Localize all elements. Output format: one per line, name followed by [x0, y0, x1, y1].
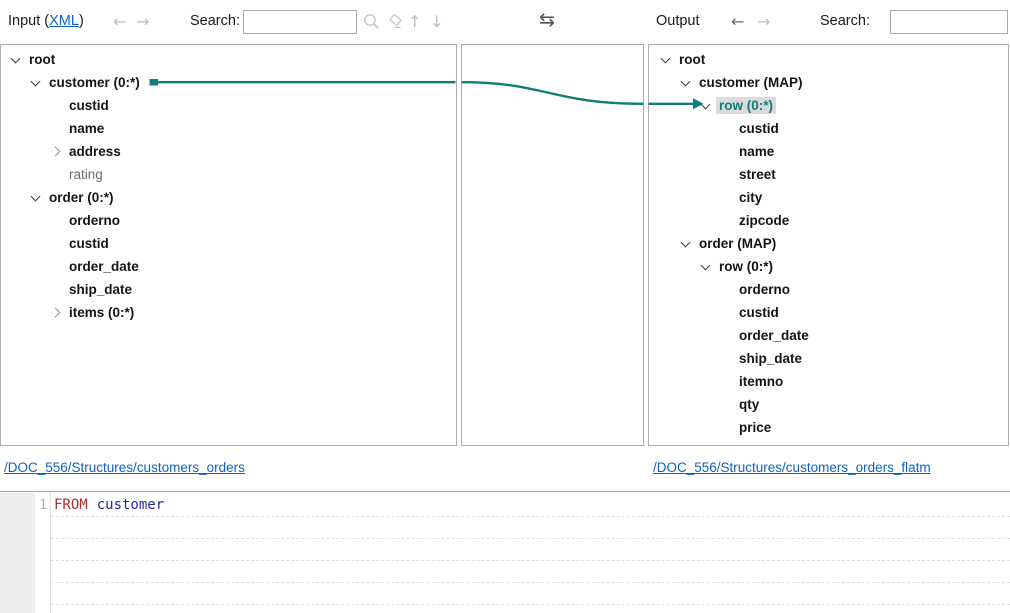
- editor-divider: [0, 491, 1010, 492]
- tree-row-address[interactable]: address: [1, 140, 456, 163]
- output-tree: root customer (MAP) row (0:*) custid nam…: [649, 45, 1008, 439]
- output-search-label: Search:: [820, 13, 870, 29]
- search-next-icon[interactable]: ↓: [430, 12, 444, 31]
- chevron-spacer: [49, 260, 63, 274]
- chevron-spacer: [49, 214, 63, 228]
- chevron-spacer: [719, 191, 733, 205]
- tree-row-ship-date[interactable]: ship_date: [649, 347, 1008, 370]
- code-row[interactable]: [51, 517, 1010, 539]
- tree-row-root[interactable]: root: [1, 48, 456, 71]
- chevron-down-icon[interactable]: [9, 53, 23, 67]
- chevron-spacer: [719, 214, 733, 228]
- tree-row-itemno[interactable]: itemno: [649, 370, 1008, 393]
- chevron-spacer: [49, 122, 63, 136]
- tree-row-order-map[interactable]: order (MAP): [649, 232, 1008, 255]
- input-search-label: Search:: [190, 13, 240, 29]
- input-structure-link[interactable]: /DOC_556/Structures/customers_orders: [4, 460, 245, 475]
- chevron-spacer: [719, 329, 733, 343]
- xml-format-link[interactable]: XML: [49, 13, 79, 29]
- chevron-spacer: [719, 145, 733, 159]
- tree-row-order[interactable]: order (0:*): [1, 186, 456, 209]
- chevron-spacer: [49, 168, 63, 182]
- chevron-down-icon[interactable]: [679, 237, 693, 251]
- tree-row-name[interactable]: name: [649, 140, 1008, 163]
- tree-row-order-date[interactable]: order_date: [649, 324, 1008, 347]
- tree-row-ship-date[interactable]: ship_date: [1, 278, 456, 301]
- tree-row-name[interactable]: name: [1, 117, 456, 140]
- tree-row-price[interactable]: price: [649, 416, 1008, 439]
- input-panel-title: Input (XML): [8, 13, 84, 29]
- input-forward-button[interactable]: →: [136, 12, 150, 31]
- tree-row-city[interactable]: city: [649, 186, 1008, 209]
- chevron-down-icon[interactable]: [699, 260, 713, 274]
- chevron-spacer: [49, 99, 63, 113]
- chevron-spacer: [719, 352, 733, 366]
- chevron-down-icon[interactable]: [679, 76, 693, 90]
- chevron-right-icon[interactable]: [49, 306, 63, 320]
- chevron-down-icon[interactable]: [29, 191, 43, 205]
- sql-identifier: customer: [96, 497, 165, 513]
- chevron-right-icon[interactable]: [49, 145, 63, 159]
- tree-row-orderno[interactable]: orderno: [1, 209, 456, 232]
- search-previous-icon[interactable]: ↑: [408, 12, 422, 31]
- output-forward-button[interactable]: →: [757, 12, 771, 31]
- input-title-prefix: Input (: [8, 13, 50, 29]
- code-row[interactable]: [51, 495, 1010, 517]
- code-row[interactable]: [51, 539, 1010, 561]
- editor-gutter: [0, 493, 35, 613]
- chevron-spacer: [719, 375, 733, 389]
- input-tree: root customer (0:*) custid name address …: [1, 45, 456, 324]
- tree-row-order-date[interactable]: order_date: [1, 255, 456, 278]
- chevron-spacer: [719, 398, 733, 412]
- tree-row-custid[interactable]: custid: [1, 94, 456, 117]
- gutter-separator: [50, 493, 51, 613]
- chevron-spacer: [49, 283, 63, 297]
- search-find-icon[interactable]: [362, 12, 381, 35]
- chevron-down-icon[interactable]: [699, 99, 713, 113]
- tree-row-custid[interactable]: custid: [649, 301, 1008, 324]
- tree-row-street[interactable]: street: [649, 163, 1008, 186]
- input-search-input[interactable]: [243, 10, 357, 34]
- tree-row-qty[interactable]: qty: [649, 393, 1008, 416]
- input-back-button[interactable]: ←: [113, 12, 127, 31]
- tree-row-root[interactable]: root: [649, 48, 1008, 71]
- tree-row-customer-map[interactable]: customer (MAP): [649, 71, 1008, 94]
- line-number: 1: [39, 498, 47, 513]
- chevron-spacer: [719, 122, 733, 136]
- tree-row-custid[interactable]: custid: [649, 117, 1008, 140]
- output-structure-link[interactable]: /DOC_556/Structures/customers_orders_fla…: [653, 460, 931, 475]
- chevron-down-icon[interactable]: [659, 53, 673, 67]
- tree-row-rating[interactable]: rating: [1, 163, 456, 186]
- code-row[interactable]: [51, 583, 1010, 605]
- chevron-down-icon[interactable]: [29, 76, 43, 90]
- clear-search-eraser-icon[interactable]: [386, 12, 405, 35]
- sql-keyword: FROM: [54, 497, 88, 513]
- tree-row-custid[interactable]: custid: [1, 232, 456, 255]
- input-tree-panel: root customer (0:*) custid name address …: [0, 44, 457, 446]
- code-row[interactable]: [51, 561, 1010, 583]
- output-back-button[interactable]: ←: [731, 12, 745, 31]
- tree-row-customer[interactable]: customer (0:*): [1, 71, 456, 94]
- chevron-spacer: [49, 237, 63, 251]
- chevron-spacer: [719, 168, 733, 182]
- output-search-input[interactable]: [890, 10, 1008, 34]
- output-panel-title: Output: [656, 13, 700, 29]
- input-title-suffix: ): [78, 13, 84, 29]
- tree-row-items[interactable]: items (0:*): [1, 301, 456, 324]
- chevron-spacer: [719, 306, 733, 320]
- swap-input-output-icon[interactable]: ⇆: [539, 9, 555, 31]
- expression-code-editor[interactable]: 1 FROM customer: [0, 492, 1010, 613]
- output-tree-panel: root customer (MAP) row (0:*) custid nam…: [648, 44, 1009, 446]
- chevron-spacer: [719, 283, 733, 297]
- tree-row-order-row[interactable]: row (0:*): [649, 255, 1008, 278]
- code-line-1: FROM customer: [54, 497, 164, 513]
- tree-row-zipcode[interactable]: zipcode: [649, 209, 1008, 232]
- tree-row-orderno[interactable]: orderno: [649, 278, 1008, 301]
- tree-row-customer-row-selected[interactable]: row (0:*): [649, 94, 1008, 117]
- chevron-spacer: [719, 421, 733, 435]
- connector-canvas-panel: [461, 44, 644, 446]
